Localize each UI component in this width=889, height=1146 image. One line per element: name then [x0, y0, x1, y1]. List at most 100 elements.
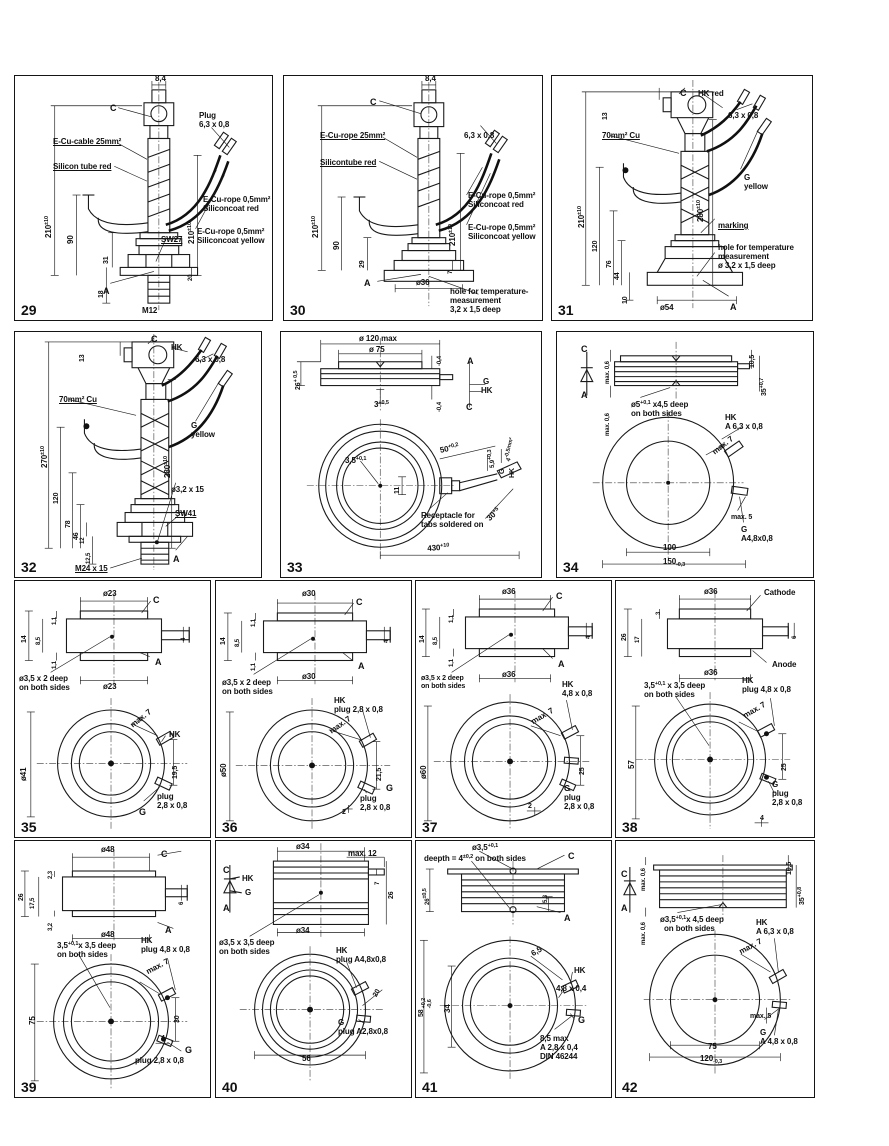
dim-label: 3,5+0,1 x 3,5 deep — [644, 681, 706, 690]
dim-label: 17,5 — [30, 897, 36, 909]
dim-label: G — [245, 888, 252, 897]
dim-label: G — [185, 1045, 192, 1055]
dim-label: A — [467, 356, 474, 366]
dim-label: 210±10 — [44, 216, 53, 238]
dim-label: 4 — [384, 639, 390, 643]
dim-label: C — [621, 869, 628, 879]
dim-label: 12 — [80, 537, 86, 544]
dim-label: 34 — [443, 1004, 452, 1013]
dim-label: 3,5+0,1x 3,5 deep — [57, 941, 116, 950]
dim-label: max. 7 — [710, 434, 736, 457]
dim-label: 5,3 — [543, 894, 549, 903]
figure-number: 34 — [563, 559, 579, 575]
dim-label: 1,1 — [449, 614, 455, 623]
outline-drawing-42 — [623, 855, 797, 1075]
dim-label: on both sides — [664, 924, 715, 933]
dim-label: A — [564, 913, 571, 923]
dim-label: 120 — [592, 240, 599, 252]
dim-label: 1,1 — [251, 618, 257, 627]
dim-label: A — [364, 278, 371, 288]
dim-label: 6,5 — [529, 944, 544, 958]
dim-label: A — [165, 925, 172, 935]
dim-label: 6,3 x 0,8 — [195, 355, 226, 364]
dim-label: 8,5 — [433, 636, 439, 645]
outline-drawing-39 — [20, 849, 188, 1089]
dim-label: G — [483, 377, 490, 386]
dim-label: ø48 — [101, 845, 115, 854]
dim-label: ø 120 max — [359, 334, 397, 343]
dim-label: Silicon tube red — [53, 162, 112, 171]
dim-label: 20 — [372, 988, 382, 999]
dim-label: C — [568, 851, 575, 861]
dim-label: ø3,5+0,1x 4,5 deep — [660, 915, 724, 924]
dim-label: marking — [718, 221, 749, 230]
dim-label: 2 — [342, 809, 346, 816]
dim-label: 25 — [579, 767, 586, 775]
dim-label: max. 12 — [348, 849, 377, 858]
dim-label: 70mm² Cu — [59, 395, 97, 404]
outline-drawing-38 — [623, 591, 795, 829]
dim-label: SW41 — [175, 509, 197, 518]
dim-label: 10,5 — [786, 861, 793, 875]
outline-drawing-32 — [44, 333, 234, 571]
dim-label: Anode — [772, 660, 797, 669]
dim-label: 1,1 — [251, 662, 257, 671]
dim-label: 17 — [635, 636, 641, 643]
figure-number: 38 — [622, 819, 638, 835]
dim-label: 150-0,3 — [663, 557, 686, 568]
dim-label: ø23 — [103, 589, 117, 598]
dim-label: 210±10 — [311, 216, 320, 238]
dim-label: ø34 — [296, 926, 310, 935]
dim-label: max. 5 — [731, 514, 753, 521]
dim-label: M12 — [142, 306, 158, 315]
dim-label: 56 — [302, 1054, 311, 1063]
outline-drawing-31 — [581, 79, 773, 309]
dim-label: max. 7 — [737, 936, 764, 957]
dim-label: HK — [171, 343, 183, 352]
dim-label: C — [556, 591, 563, 601]
dim-label: max. 7 — [144, 956, 171, 977]
dim-label: 8,5 — [36, 636, 42, 645]
dim-label: 75 — [708, 1042, 717, 1051]
outline-drawing-36 — [223, 593, 391, 831]
dim-label: -0,4 — [437, 356, 443, 366]
dim-label: 8,5 — [235, 638, 241, 647]
dim-label: 19,5 — [172, 765, 179, 779]
dim-label: max. 7 — [128, 707, 154, 730]
dim-label: ø 75 — [369, 345, 385, 354]
dim-label: 13 — [602, 112, 609, 120]
dim-label: 3+0,5 — [374, 400, 389, 409]
dim-label: 30 — [174, 1015, 181, 1023]
dim-label: max. 0,6 — [641, 922, 647, 945]
dim-label: E-Cu-cable 25mm² — [53, 137, 122, 146]
dim-label: plug 2,8 x 0,8 — [135, 1056, 184, 1065]
dim-label: C — [161, 849, 168, 859]
dim-label: A — [103, 286, 110, 296]
